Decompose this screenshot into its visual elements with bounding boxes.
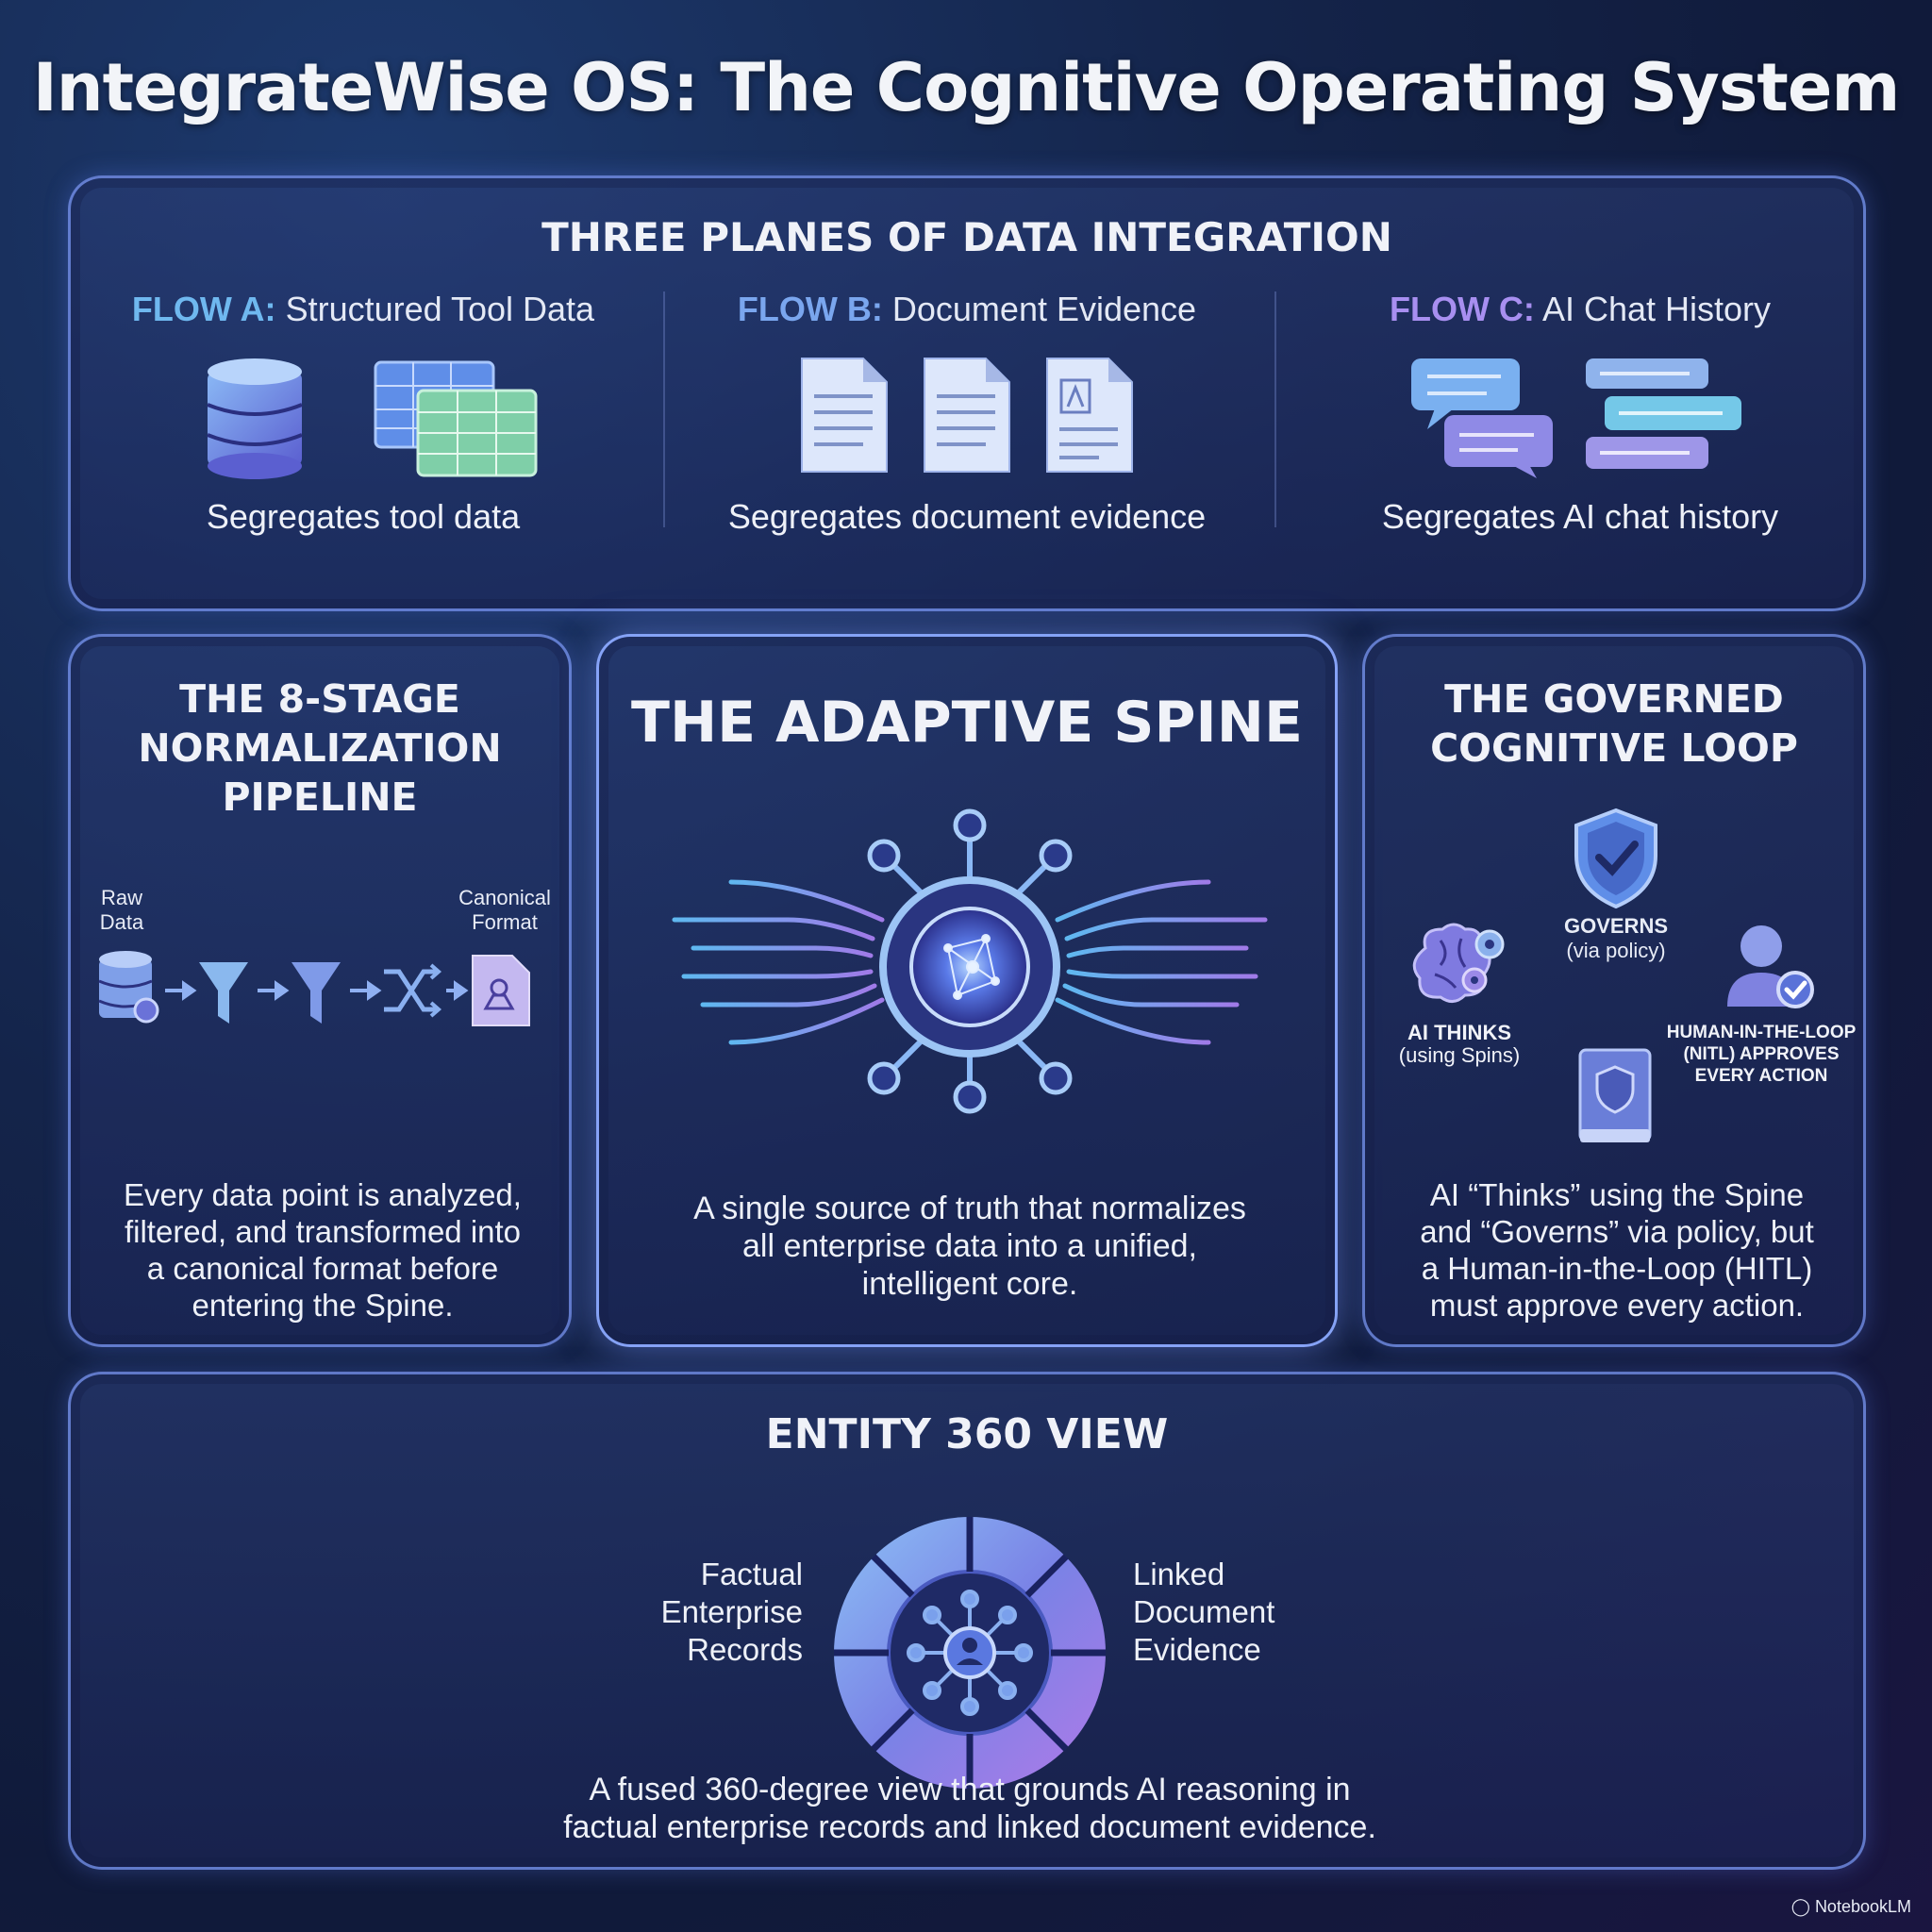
- loop-description-line-2: and “Governs” via policy, but: [1420, 1214, 1814, 1249]
- spine-description-line-2: all enterprise data into a unified,: [742, 1228, 1197, 1264]
- governs-label-line-1: GOVERNS: [1563, 914, 1669, 938]
- entity-description-line-1: A fused 360-degree view that grounds AI …: [589, 1772, 1351, 1807]
- pipeline-description-line-2: filtered, and transformed into: [124, 1214, 522, 1249]
- planes-divider-1: [663, 291, 665, 527]
- loop-panel: THE GOVERNED COGNITIVE LOOP GOVERNS (via…: [1362, 634, 1866, 1347]
- page-title: IntegrateWise OS: The Cognitive Operatin…: [32, 49, 1901, 126]
- pipeline-title: THE 8-STAGE NORMALIZATION PIPELINE: [71, 675, 569, 822]
- entity-left-label-line-1: Factual: [700, 1557, 803, 1591]
- raw-data-label-line-1: Raw: [100, 886, 142, 909]
- flow-a-header: FLOW A: Structured Tool Data: [108, 290, 618, 329]
- flow-c-name: AI Chat History: [1541, 290, 1772, 328]
- spine-description: A single source of truth that normalizes…: [618, 1190, 1322, 1303]
- chat-bubbles-icon: [1411, 358, 1741, 478]
- spine-panel: THE ADAPTIVE SPINE: [596, 634, 1338, 1347]
- spine-title: THE ADAPTIVE SPINE: [631, 690, 1303, 756]
- filter-funnel-icon: [199, 962, 248, 1024]
- entity-360-ring-icon: [834, 1517, 1106, 1789]
- pipeline-description: Every data point is analyzed, filtered, …: [80, 1176, 565, 1324]
- loop-description-line-3: a Human-in-the-Loop (HITL): [1421, 1251, 1813, 1286]
- spreadsheet-icon: [374, 360, 538, 477]
- hitl-label-line-3: EVERY ACTION: [1694, 1066, 1828, 1086]
- raw-data-label: Raw Data: [84, 886, 159, 935]
- brain-gear-icon: [1412, 923, 1505, 1003]
- spine-description-line-3: intelligent core.: [861, 1266, 1078, 1302]
- notebooklm-brand: ◯ NotebookLM: [1791, 1897, 1911, 1917]
- loop-title-line-2: COGNITIVE LOOP: [1430, 725, 1798, 771]
- hitl-label-line-1: HUMAN-IN-THE-LOOP: [1666, 1023, 1857, 1042]
- shield-check-icon: [1574, 808, 1657, 909]
- flow-c-header: FLOW C: AI Chat History: [1325, 290, 1835, 329]
- entity-panel: ENTITY 360 VIEW Factual Enterprise Recor…: [68, 1372, 1866, 1870]
- hitl-label-line-2: (NITL) APPROVES: [1683, 1044, 1840, 1064]
- entity-right-label-line-2: Document: [1133, 1594, 1275, 1629]
- loop-title-line-1: THE GOVERNED: [1444, 676, 1784, 722]
- brand-label: NotebookLM: [1814, 1897, 1911, 1916]
- pipeline-flow-diagram: [98, 951, 530, 1026]
- entity-right-label-line-1: Linked: [1133, 1557, 1225, 1591]
- ai-thinks-label: AI THINKS (using Spins): [1374, 1022, 1544, 1067]
- human-approval-icon: [1727, 925, 1814, 1008]
- flow-a-name: Structured Tool Data: [285, 290, 595, 328]
- policy-book-icon: [1578, 1048, 1652, 1142]
- documents-icon: [801, 358, 1133, 473]
- loop-title: THE GOVERNED COGNITIVE LOOP: [1365, 675, 1863, 773]
- flow-a-tag: FLOW A:: [131, 290, 276, 328]
- canonical-document-icon: [472, 955, 530, 1026]
- flow-b-caption: Segregates document evidence: [727, 497, 1207, 536]
- entity-right-label: Linked Document Evidence: [1133, 1556, 1374, 1669]
- database-icon: [207, 358, 303, 479]
- planes-title: THREE PLANES OF DATA INTEGRATION: [541, 214, 1392, 260]
- pipeline-description-line-3: a canonical format before: [146, 1251, 499, 1286]
- flow-c-caption: Segregates AI chat history: [1381, 497, 1779, 536]
- planes-divider-2: [1274, 291, 1276, 527]
- shuffle-icon: [384, 963, 442, 1018]
- pipeline-title-line-2: NORMALIZATION: [138, 725, 502, 771]
- spine-description-line-1: A single source of truth that normalizes: [693, 1191, 1246, 1226]
- pipeline-title-line-1: THE 8-STAGE: [179, 676, 460, 722]
- loop-description-line-4: must approve every action.: [1429, 1288, 1805, 1323]
- loop-description-line-1: AI “Thinks” using the Spine: [1429, 1177, 1805, 1212]
- notebooklm-logo-icon: ◯: [1790, 1897, 1815, 1916]
- canonical-format-label-line-1: Canonical: [458, 886, 551, 909]
- governs-label-line-2: (via policy): [1566, 939, 1666, 962]
- spine-network-icon: [672, 808, 1268, 1114]
- hitl-label: HUMAN-IN-THE-LOOP (NITL) APPROVES EVERY …: [1657, 1022, 1865, 1087]
- governs-label: GOVERNS (via policy): [1516, 914, 1716, 963]
- entity-left-label: Factual Enterprise Records: [561, 1556, 803, 1669]
- entity-title: ENTITY 360 VIEW: [765, 1410, 1169, 1458]
- raw-data-label-line-2: Data: [99, 910, 144, 934]
- flow-b-header: FLOW B: Document Evidence: [712, 290, 1222, 329]
- pipeline-description-line-4: entering the Spine.: [192, 1288, 454, 1323]
- flow-a-caption: Segregates tool data: [206, 497, 521, 536]
- filter-funnel-icon-2: [291, 962, 341, 1024]
- raw-database-icon: [98, 951, 159, 1024]
- canonical-format-label-line-2: Format: [472, 910, 538, 934]
- flow-b-tag: FLOW B:: [737, 290, 883, 328]
- entity-description-line-2: factual enterprise records and linked do…: [563, 1809, 1376, 1845]
- canonical-format-label: Canonical Format: [448, 886, 561, 935]
- flow-b-name: Document Evidence: [891, 290, 1197, 328]
- ai-thinks-label-line-2: (using Spins): [1398, 1043, 1521, 1067]
- pipeline-panel: THE 8-STAGE NORMALIZATION PIPELINE Raw D…: [68, 634, 572, 1347]
- planes-panel: THREE PLANES OF DATA INTEGRATION FLOW A:…: [68, 175, 1866, 611]
- flow-c-tag: FLOW C:: [1389, 290, 1535, 328]
- ai-thinks-label-line-1: AI THINKS: [1407, 1021, 1511, 1044]
- entity-description: A fused 360-degree view that grounds AI …: [90, 1771, 1850, 1846]
- entity-left-label-line-2: Enterprise: [660, 1594, 803, 1629]
- pipeline-description-line-1: Every data point is analyzed,: [124, 1177, 522, 1212]
- loop-description: AI “Thinks” using the Spine and “Governs…: [1374, 1176, 1859, 1324]
- entity-right-label-line-3: Evidence: [1133, 1632, 1261, 1667]
- pipeline-title-line-3: PIPELINE: [222, 774, 418, 820]
- entity-left-label-line-3: Records: [687, 1632, 803, 1667]
